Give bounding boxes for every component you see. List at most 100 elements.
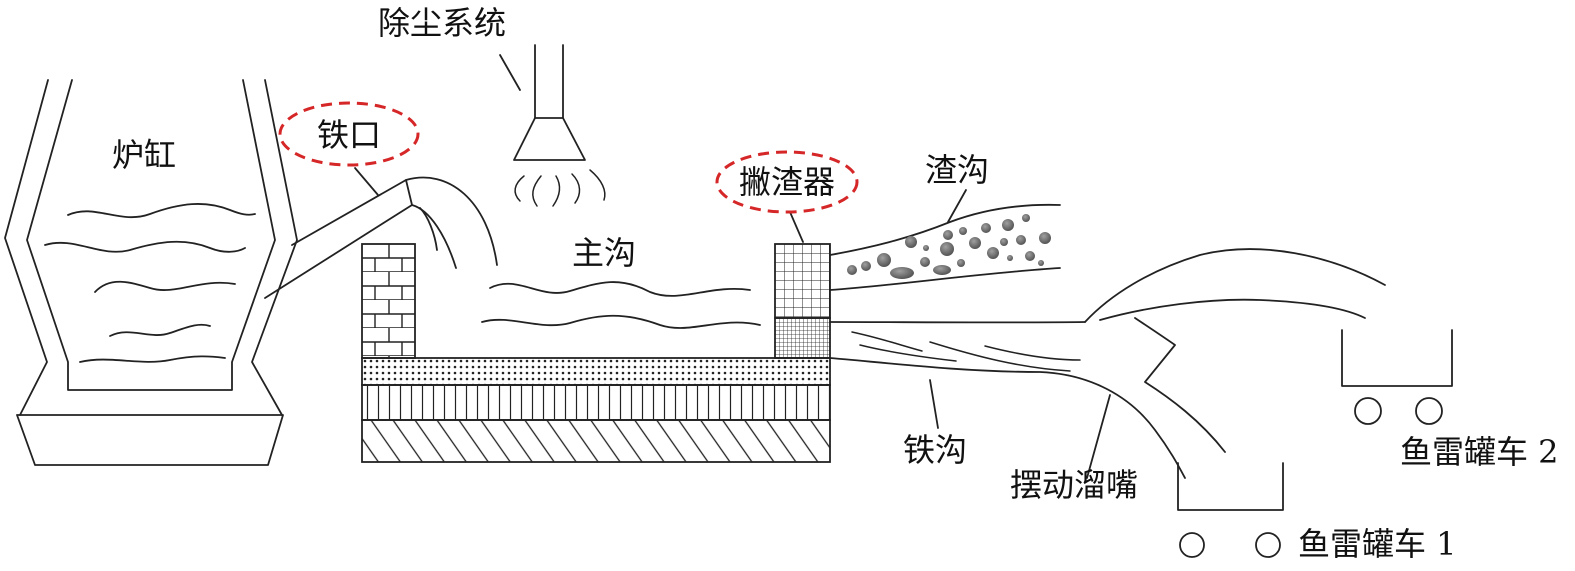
slag-particle xyxy=(1022,214,1030,222)
slag-particle xyxy=(933,265,951,275)
torpedo-car-1 xyxy=(1177,462,1284,558)
label-torpedo-car-2: 鱼雷罐车 2 xyxy=(1400,433,1559,471)
main-trough xyxy=(361,243,831,463)
skimmer-lower-block xyxy=(774,317,831,359)
dust-hood xyxy=(513,117,586,161)
label-slag-runner: 渣沟 xyxy=(925,151,989,189)
furnace xyxy=(4,79,298,466)
skimmer-highlight-ellipse xyxy=(715,150,859,214)
fume-line xyxy=(514,175,525,202)
label-skimmer: 撇渣器 xyxy=(739,163,835,201)
slag-particle xyxy=(905,236,917,248)
label-main-trough: 主沟 xyxy=(572,234,636,272)
label-dust-system: 除尘系统 xyxy=(378,4,506,42)
leader-taphole xyxy=(354,167,379,196)
fume-line xyxy=(589,169,606,201)
trough-base-hatched-layer xyxy=(361,419,831,463)
label-hearth: 炉缸 xyxy=(112,136,176,174)
iron-flow-line xyxy=(859,344,957,362)
leader-skimmer xyxy=(789,211,804,243)
label-swing-spout: 摆动溜嘴 xyxy=(1010,466,1138,504)
slag-particle xyxy=(959,227,967,235)
slag-particles xyxy=(847,214,1051,279)
torpedo-car-2-wheel xyxy=(1415,397,1443,425)
furnace-base xyxy=(16,414,284,466)
iron-runner-lower-edge xyxy=(829,357,1186,479)
iron-stream-outer xyxy=(405,176,498,266)
slag-particle xyxy=(1039,232,1051,244)
slag-particle xyxy=(1007,255,1013,261)
slag-particle xyxy=(861,261,871,271)
iron-flow-line xyxy=(929,341,1071,372)
molten-wave xyxy=(67,203,256,219)
molten-wave xyxy=(109,323,211,337)
molten-wave xyxy=(79,355,226,363)
label-torpedo-car-1: 鱼雷罐车 1 xyxy=(1298,525,1457,563)
slag-particle xyxy=(923,245,929,251)
dust-pipe xyxy=(534,44,564,119)
torpedo-car-1-wheel xyxy=(1255,532,1281,558)
taphole-highlight-ellipse xyxy=(278,101,420,167)
leader-lines xyxy=(354,54,1111,479)
taphole-channel-outline xyxy=(264,179,413,299)
swing-spout xyxy=(1084,248,1386,453)
slag-particle xyxy=(957,259,965,267)
labels: 除尘系统 炉缸 铁口 主沟 撇渣器 渣沟 铁沟 摆动溜嘴 鱼雷罐车 1 鱼雷罐车… xyxy=(112,4,1559,563)
slag-particle xyxy=(1038,260,1044,266)
trough-base-striped-layer xyxy=(361,384,831,421)
slag-particle xyxy=(920,257,930,267)
label-taphole: 铁口 xyxy=(317,116,381,154)
furnace-outer-wall-left xyxy=(4,79,49,416)
torpedo-car-1-wheel xyxy=(1179,532,1205,558)
slag-particle xyxy=(1025,251,1035,261)
leader-slag-runner xyxy=(947,189,967,223)
slag-particle xyxy=(981,223,991,233)
main-trough-brick-wall xyxy=(361,243,416,359)
slag-particle xyxy=(969,237,981,249)
spout-upper-branch-top xyxy=(1084,248,1386,323)
spout-upper-branch-bottom xyxy=(1099,298,1366,321)
main-trough-iron-wave xyxy=(481,314,761,329)
main-trough-iron-wave xyxy=(489,281,751,297)
label-iron-runner: 铁沟 xyxy=(903,431,967,469)
skimmer-upper-block xyxy=(774,243,831,319)
leader-swing-spout xyxy=(1086,394,1111,479)
furnace-outer-wall-right xyxy=(251,79,298,416)
molten-wave xyxy=(44,240,246,253)
slag-particle xyxy=(1002,219,1014,231)
molten-wave xyxy=(94,280,236,293)
slag-particle xyxy=(890,267,914,279)
trough-base-dotted-layer xyxy=(361,357,831,386)
taphole-channel xyxy=(264,176,498,299)
dust-collection-system xyxy=(513,44,606,207)
fume-line xyxy=(532,175,542,207)
molten-iron-waves xyxy=(44,203,256,363)
torpedo-car-2-wheel xyxy=(1354,397,1382,425)
fume-line xyxy=(552,175,561,207)
slag-runner xyxy=(829,203,1061,291)
slag-particle xyxy=(847,265,857,275)
furnace-inner-wall xyxy=(26,79,276,391)
torpedo-car-2-body xyxy=(1341,329,1453,387)
slag-particle xyxy=(1000,238,1008,246)
iron-runner xyxy=(829,321,1186,479)
iron-flow-line xyxy=(851,331,923,352)
fume-lines xyxy=(514,169,606,207)
leader-iron-runner xyxy=(929,379,939,429)
iron-stream-inner xyxy=(419,207,438,251)
iron-stream-inner xyxy=(411,204,457,269)
slag-particle xyxy=(943,230,953,240)
slag-runner-upper-edge xyxy=(829,203,1061,256)
slag-runner-lower-edge xyxy=(829,267,1061,291)
fume-line xyxy=(571,173,581,204)
spout-lower-branch xyxy=(1134,317,1226,453)
slag-particle xyxy=(987,247,999,259)
torpedo-car-2 xyxy=(1341,329,1453,425)
slag-particle xyxy=(877,253,891,267)
leader-dust-system xyxy=(499,54,521,91)
torpedo-car-1-body xyxy=(1177,462,1284,511)
slag-particle xyxy=(940,242,954,256)
skimmer xyxy=(774,243,831,359)
slag-particle xyxy=(1016,235,1026,245)
